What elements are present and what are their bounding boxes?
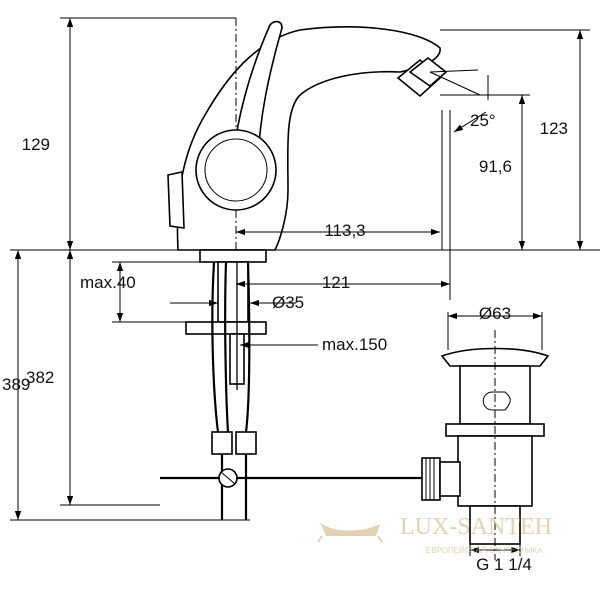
supply-hoses (160, 261, 432, 520)
dim-25-degree: 25° (470, 111, 496, 130)
watermark-tagline: ЕВРОПЕЙСКАЯ САНТЕХНИКА (426, 546, 543, 555)
dim-129: 129 (22, 135, 50, 154)
dim-113-3: 113,3 (324, 221, 365, 240)
dim-389: 389 (2, 375, 30, 394)
dim-91-6: 91,6 (479, 157, 512, 176)
spray-head (396, 56, 481, 98)
watermark: LUX-SANTEH ЕВРОПЕЙСКАЯ САНТЕХНИКА (317, 514, 552, 555)
dimension-lines (10, 17, 600, 556)
dim-diameter-35: Ø35 (272, 293, 304, 312)
dim-max-40: max.40 (80, 273, 136, 292)
dim-max-150: max.150 (322, 335, 387, 354)
faucet-body (167, 18, 441, 263)
dim-382: 382 (26, 368, 54, 387)
dim-123: 123 (540, 119, 568, 138)
dim-thread-g-1-1-4: G 1 1/4 (476, 555, 532, 574)
dim-diameter-63: Ø63 (479, 304, 511, 323)
watermark-brand: LUX-SANTEH (400, 514, 552, 540)
bathtub-logo-icon (317, 522, 383, 543)
pop-up-waste (421, 330, 550, 560)
dim-121: 121 (322, 273, 350, 292)
